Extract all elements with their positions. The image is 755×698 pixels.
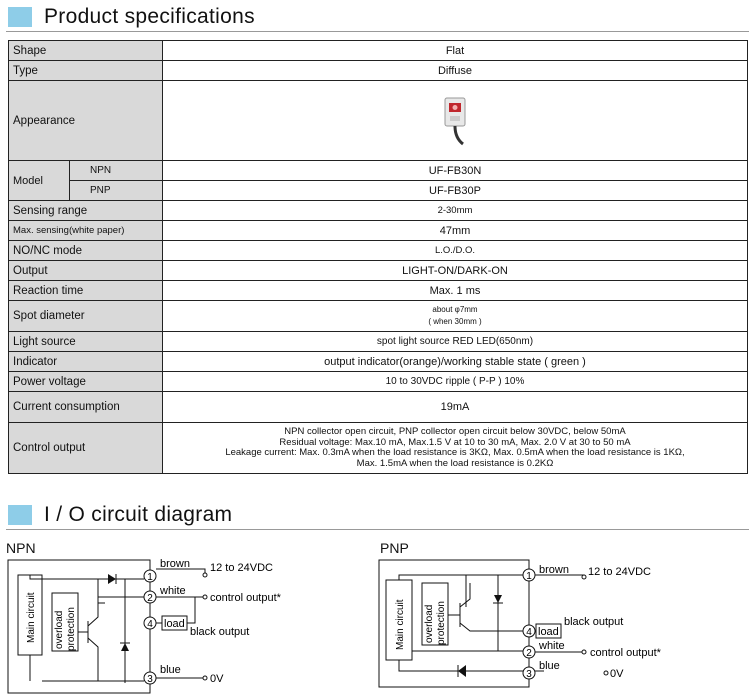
- row-value: about φ7mm: [432, 305, 478, 314]
- section-marker-icon: [8, 505, 32, 525]
- control-output-label: control output*: [590, 647, 662, 659]
- row-value: L.O./D.O.: [162, 240, 748, 261]
- table-row: NO/NC mode L.O./D.O.: [8, 240, 748, 261]
- load-label: load: [164, 618, 185, 630]
- zero-volt-label: 0V: [210, 673, 224, 685]
- wire-white-label: white: [538, 640, 565, 652]
- row-value: Residual voltage: Max.10 mA, Max.1.5 V a…: [279, 436, 631, 448]
- row-value: Flat: [162, 40, 748, 61]
- terminal-1: 1: [147, 572, 153, 583]
- row-label: Appearance: [8, 80, 163, 161]
- terminal-1: 1: [526, 571, 532, 582]
- overload-label: overload: [54, 611, 65, 649]
- table-row: Model NPN UF-FB30N: [8, 160, 748, 201]
- table-row: Max. sensing(white paper) 47mm: [8, 220, 748, 241]
- table-row: Indicator output indicator(orange)/worki…: [8, 351, 748, 372]
- row-label: Max. sensing(white paper): [8, 220, 163, 241]
- wire-blue-label: blue: [539, 660, 560, 672]
- row-value: 19mA: [162, 391, 748, 423]
- table-row: Type Diffuse: [8, 60, 748, 81]
- terminal-2: 2: [147, 593, 153, 604]
- row-value: Max. 1.5mA when the load resistance is 0…: [356, 457, 554, 469]
- table-row: Current consumption 19mA: [8, 391, 748, 423]
- table-row: Light source spot light source RED LED(6…: [8, 331, 748, 352]
- spec-table: Shape Flat Type Diffuse Appearance Model…: [8, 40, 748, 474]
- io-section-header: I / O circuit diagram: [8, 500, 232, 530]
- zero-volt-label: 0V: [610, 668, 624, 680]
- protection-label: protection: [66, 607, 77, 651]
- io-section-title: I / O circuit diagram: [44, 503, 233, 526]
- terminal-3: 3: [526, 669, 532, 680]
- row-label: Type: [8, 60, 163, 81]
- table-row: Shape Flat: [8, 40, 748, 61]
- control-output-label: control output*: [210, 592, 282, 604]
- overload-label: overload: [424, 605, 435, 643]
- row-label: Model: [8, 160, 70, 201]
- supply-label: 12 to 24VDC: [210, 562, 273, 574]
- spec-section-header: Product specifications: [8, 2, 255, 32]
- divider: [6, 31, 749, 32]
- row-label: Output: [8, 260, 163, 281]
- row-value: Diffuse: [162, 60, 748, 81]
- section-marker-icon: [8, 7, 32, 27]
- row-value: output indicator(orange)/working stable …: [162, 351, 748, 372]
- row-label: Spot diameter: [8, 300, 163, 332]
- control-cell: NPN collector open circuit, PNP collecto…: [162, 422, 748, 474]
- row-label: Sensing range: [8, 200, 163, 221]
- row-value: 2-30mm: [162, 200, 748, 221]
- terminal-4: 4: [526, 627, 532, 638]
- row-value: LIGHT-ON/DARK-ON: [162, 260, 748, 281]
- protection-label: protection: [436, 601, 447, 645]
- table-row: Output LIGHT-ON/DARK-ON: [8, 260, 748, 281]
- row-label: Control output: [8, 422, 163, 474]
- row-value: ( when 30mm ): [428, 317, 482, 326]
- table-row: PNP UF-FB30P: [9, 180, 748, 201]
- row-value: UF-FB30P: [162, 180, 748, 201]
- sensor-image: [441, 96, 469, 146]
- appearance-cell: [162, 80, 748, 161]
- table-row: Sensing range 2-30mm: [8, 200, 748, 221]
- pnp-diagram: 1 4 2 3 brown white blue 12 to 24VDC con…: [378, 559, 662, 688]
- table-row: Power voltage 10 to 30VDC ripple ( P-P )…: [8, 371, 748, 392]
- terminal-4: 4: [147, 619, 153, 630]
- load-label: load: [538, 626, 559, 638]
- table-row: Appearance: [8, 80, 748, 161]
- row-value: spot light source RED LED(650nm): [162, 331, 748, 352]
- row-label: Reaction time: [8, 280, 163, 301]
- black-output-label: black output: [190, 626, 249, 638]
- terminal-3: 3: [147, 674, 153, 685]
- wire-brown-label: brown: [539, 564, 569, 576]
- black-output-label: black output: [564, 616, 623, 628]
- pnp-title: PNP: [380, 540, 409, 556]
- row-label: Indicator: [8, 351, 163, 372]
- spot-cell: about φ7mm ( when 30mm ): [162, 300, 748, 332]
- wire-blue-label: blue: [160, 664, 181, 676]
- row-value: Leakage current: Max. 0.3mA when the loa…: [225, 447, 685, 458]
- row-value: NPN collector open circuit, PNP collecto…: [284, 426, 626, 437]
- row-label: NO/NC mode: [8, 240, 163, 261]
- spec-section-title: Product specifications: [44, 5, 255, 28]
- model-pnp-label: PNP: [69, 180, 163, 201]
- model-npn-label: NPN: [69, 160, 163, 181]
- table-row: Spot diameter about φ7mm ( when 30mm ): [8, 300, 748, 332]
- divider: [6, 529, 749, 530]
- wire-brown-label: brown: [160, 558, 190, 570]
- npn-title: NPN: [6, 540, 36, 556]
- row-value: UF-FB30N: [162, 160, 748, 181]
- row-value: Max. 1 ms: [162, 280, 748, 301]
- table-row: Control output NPN collector open circui…: [8, 422, 748, 474]
- row-label: Shape: [8, 40, 163, 61]
- terminal-2: 2: [526, 648, 532, 659]
- row-label: Current consumption: [8, 391, 163, 423]
- table-row: Reaction time Max. 1 ms: [8, 280, 748, 301]
- row-label: Power voltage: [8, 371, 163, 392]
- row-value: 10 to 30VDC ripple ( P-P ) 10%: [162, 371, 748, 392]
- npn-diagram: 1 2 4 3 brown white blue 12 to 24VDC con…: [7, 558, 282, 694]
- row-value: 47mm: [162, 220, 748, 241]
- main-circuit-label: Main circuit: [395, 599, 406, 650]
- main-circuit-label: Main circuit: [26, 592, 37, 643]
- supply-label: 12 to 24VDC: [588, 566, 651, 578]
- row-label: Light source: [8, 331, 163, 352]
- wire-white-label: white: [159, 585, 186, 597]
